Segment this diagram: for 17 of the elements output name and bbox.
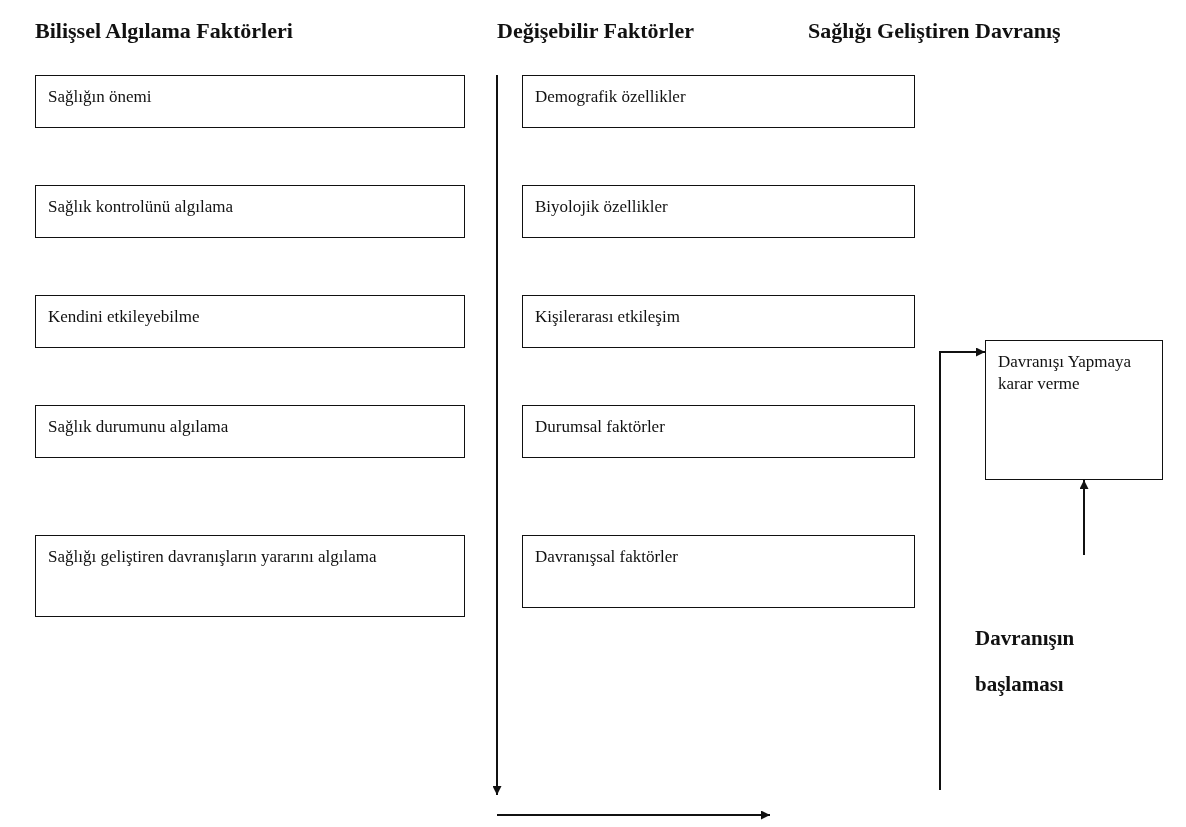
factor-box: Demografik özellikler	[522, 75, 915, 128]
factor-box: Sağlık kontrolünü algılama	[35, 185, 465, 238]
arrow	[1079, 479, 1089, 556]
column-heading: Değişebilir Faktörler	[497, 18, 694, 44]
outcome-box: Davranışı Yapmaya karar verme	[985, 340, 1163, 480]
factor-box: Durumsal faktörler	[522, 405, 915, 458]
column-heading: Bilişsel Algılama Faktörleri	[35, 18, 293, 44]
factor-box: Biyolojik özellikler	[522, 185, 915, 238]
factor-box: Sağlık durumunu algılama	[35, 405, 465, 458]
factor-box: Kişilerarası etkileşim	[522, 295, 915, 348]
arrow	[939, 347, 986, 791]
stage-label: Davranışın başlaması	[975, 615, 1125, 710]
factor-box: Davranışsal faktörler	[522, 535, 915, 608]
factor-box: Sağlığı geliştiren davranışların yararını algılama	[35, 535, 465, 617]
column-heading: Sağlığı Geliştiren Davranış	[808, 18, 1061, 44]
factor-box: Kendini etkileyebilme	[35, 295, 465, 348]
factor-box: Sağlığın önemi	[35, 75, 465, 128]
